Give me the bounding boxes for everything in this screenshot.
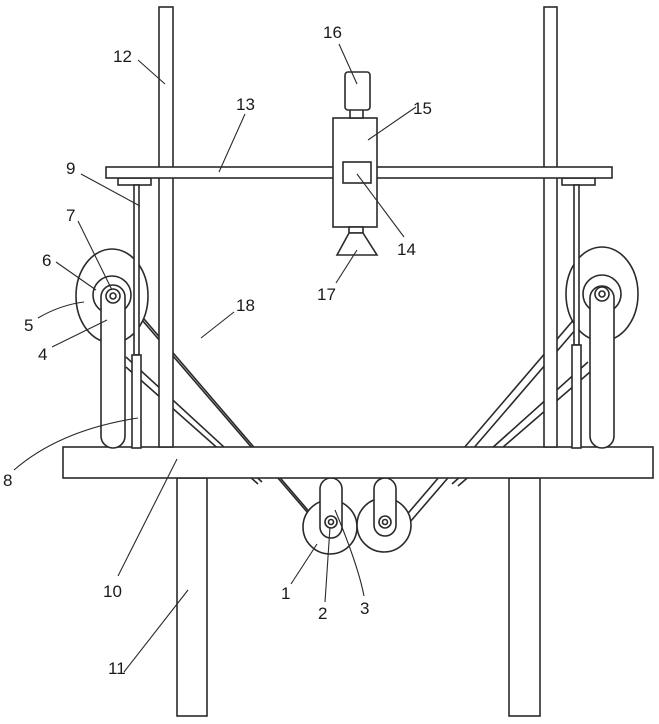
label-3: 3	[360, 599, 369, 618]
label-13: 13	[236, 95, 255, 114]
nozzle-neck	[349, 227, 363, 233]
label-7: 7	[66, 206, 75, 225]
label-9: 9	[66, 159, 75, 178]
motor	[345, 72, 370, 110]
label-10: 10	[103, 582, 122, 601]
right-leg	[509, 478, 540, 716]
label-15: 15	[413, 99, 432, 118]
label-8: 8	[3, 471, 12, 490]
label-12: 12	[113, 47, 132, 66]
label-5: 5	[24, 316, 33, 335]
carriage-assembly	[333, 72, 377, 255]
platform	[63, 447, 653, 478]
label-16: 16	[323, 23, 342, 42]
label-14: 14	[397, 240, 416, 259]
label-1: 1	[281, 584, 290, 603]
slider-block	[343, 162, 371, 183]
left-pulley-post	[101, 285, 125, 448]
label-2: 2	[318, 604, 327, 623]
label-18: 18	[236, 296, 255, 315]
label-4: 4	[38, 345, 47, 364]
right-pulley-post	[590, 286, 614, 448]
left-column	[159, 7, 173, 447]
right-column	[544, 7, 557, 447]
nozzle	[337, 233, 377, 255]
label-17: 17	[317, 285, 336, 304]
label-11: 11	[108, 659, 126, 678]
lower-pulley-left-bracket	[320, 478, 342, 538]
lower-pulley-assembly	[303, 478, 411, 554]
label-6: 6	[42, 251, 51, 270]
left-leg	[177, 478, 207, 716]
